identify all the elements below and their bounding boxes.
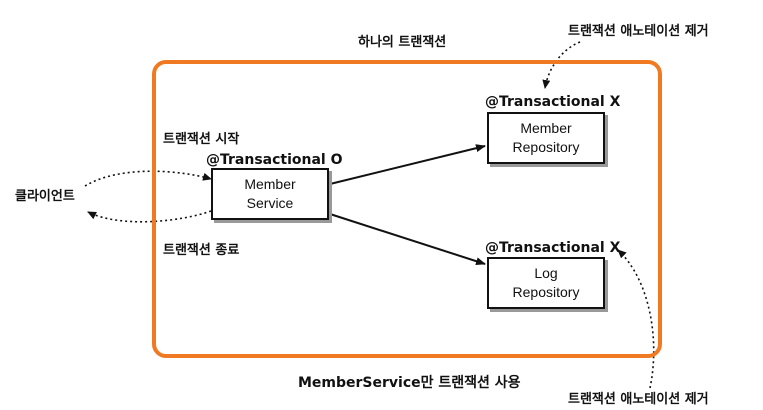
service-to-log-repository-arrow <box>329 213 486 266</box>
remove-note-top: 트랜잭션 애노테이션 제거 <box>568 24 709 39</box>
bottom-caption: MemberService만 트랜잭션 사용 <box>298 375 521 391</box>
transaction-frame <box>152 60 662 358</box>
service-to-member-repository-arrow <box>329 144 486 185</box>
member-service-line1: Member <box>244 176 296 192</box>
tx-start-label: 트랜잭션 시작 <box>163 132 240 147</box>
member-repository-box: Member Repository <box>487 112 605 164</box>
member-repository-annotation: @Transactional X <box>485 94 621 110</box>
bottom-note-arrow <box>617 249 655 389</box>
member-repository-line2: Repository <box>512 139 580 155</box>
member-repository-line1: Member <box>520 120 572 136</box>
log-repository-box: Log Repository <box>487 257 605 309</box>
log-repository-line2: Repository <box>512 284 580 300</box>
member-service-annotation: @Transactional O <box>206 152 343 168</box>
log-repository-annotation: @Transactional X <box>485 240 621 256</box>
remove-note-bottom: 트랜잭션 애노테이션 제거 <box>568 392 709 407</box>
log-repository-line1: Log <box>534 265 558 281</box>
client-label: 클라이언트 <box>15 189 75 204</box>
client-to-service-arrow <box>84 170 212 187</box>
tx-end-label: 트랜잭션 종료 <box>163 243 240 258</box>
frame-title: 하나의 트랜잭션 <box>358 35 447 50</box>
member-service-line2: Service <box>246 195 294 211</box>
member-service-box: Member Service <box>211 168 329 220</box>
